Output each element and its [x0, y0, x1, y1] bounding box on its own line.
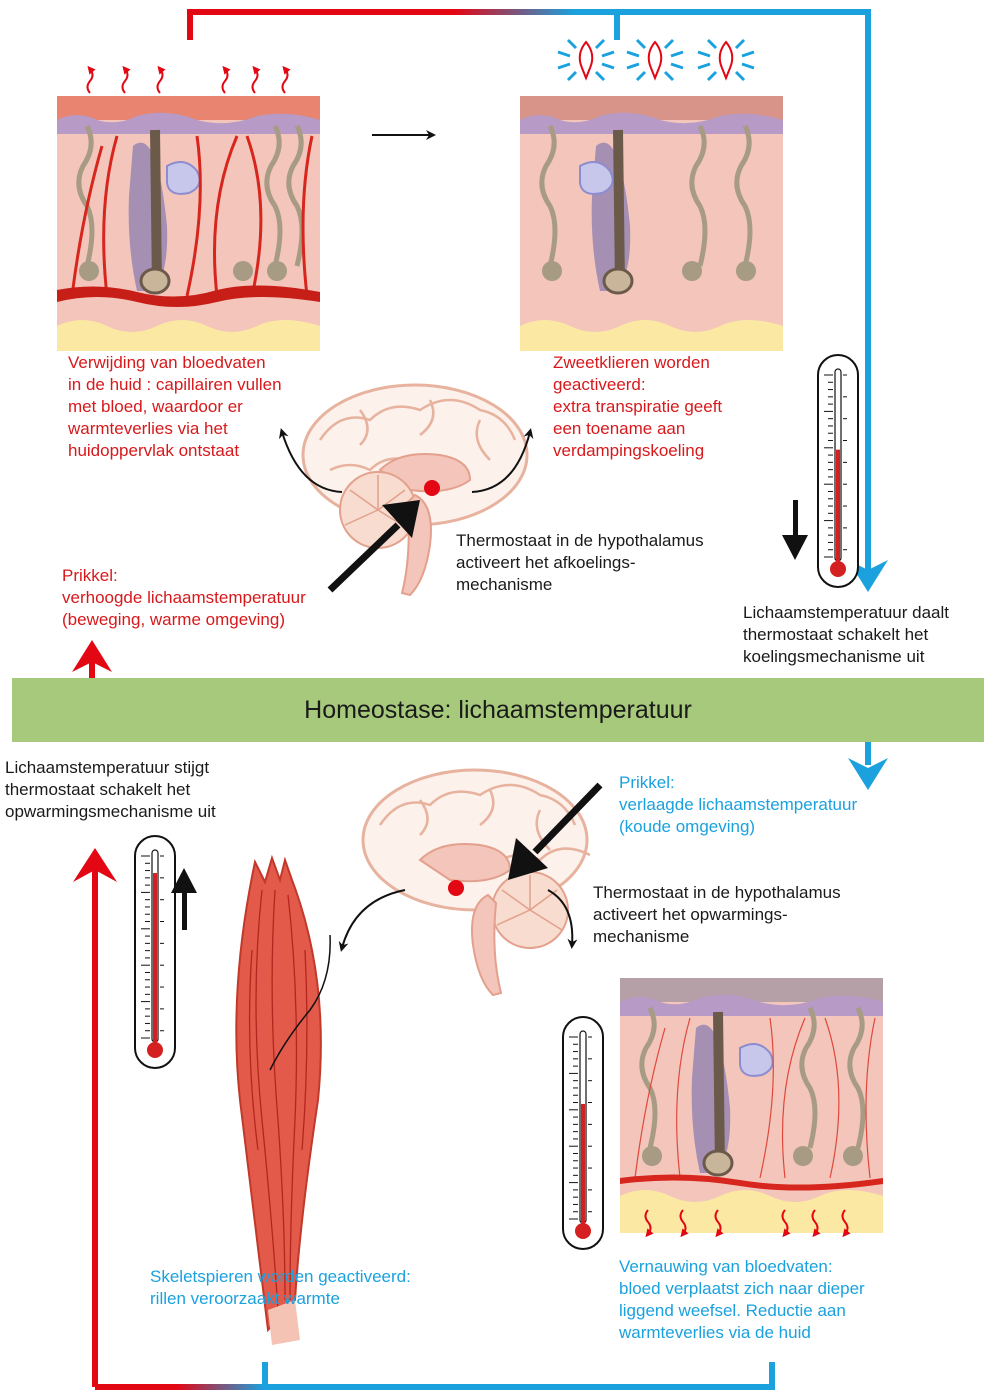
thermostat-line: activeert het opwarmings-	[593, 904, 841, 926]
brain-bottom-arrow-left	[342, 890, 405, 948]
result-line: koelingsmechanisme uit	[743, 646, 949, 668]
vasoconstriction-line: liggend weefsel. Reductie aan	[619, 1300, 865, 1322]
result-line: opwarmingsmechanisme uit	[5, 801, 216, 823]
thermostat-line: mechanisme	[456, 574, 704, 596]
thermostat-line: activeert het afkoelings-	[456, 552, 704, 574]
shiver-text: Skeletspieren worden geactiveerd: rillen…	[150, 1266, 411, 1310]
vasoconstriction-line: warmteverlies via de huid	[619, 1322, 865, 1344]
stimulus-line: verhoogde lichaamstemperatuur	[62, 587, 306, 609]
stimulus-line: (beweging, warme omgeving)	[62, 609, 306, 631]
skin-cross-section-dilated	[57, 96, 320, 351]
shiver-line: Skeletspieren worden geactiveerd:	[150, 1266, 411, 1288]
skin-cross-section-constricted	[620, 978, 883, 1233]
band-title: Homeostase: lichaamstemperatuur	[12, 695, 984, 725]
stimulus-line: (koude omgeving)	[619, 816, 857, 838]
vasodilation-line: in de huid : capillairen vullen	[68, 374, 282, 396]
stimulus-line: Prikkel:	[619, 772, 857, 794]
thermostat-line: Thermostaat in de hypothalamus	[593, 882, 841, 904]
thermostat-line: Thermostaat in de hypothalamus	[456, 530, 704, 552]
vasodilation-text: Verwijding van bloedvaten in de huid : c…	[68, 352, 282, 462]
thermostat-line: mechanisme	[593, 926, 841, 948]
shiver-line: rillen veroorzaakt warmte	[150, 1288, 411, 1310]
result-line: thermostaat schakelt het	[5, 779, 216, 801]
sweat-line: een toename aan	[553, 418, 722, 440]
homeostasis-band: Homeostase: lichaamstemperatuur	[12, 678, 984, 742]
thermostat-warming-text: Thermostaat in de hypothalamus activeert…	[593, 882, 841, 948]
stimulus-line: Prikkel:	[62, 565, 306, 587]
vasoconstriction-line: bloed verplaatst zich naar dieper	[619, 1278, 865, 1300]
skin-cross-section-sweating	[520, 96, 783, 351]
vasodilation-line: Verwijding van bloedvaten	[68, 352, 282, 374]
vasodilation-line: warmteverlies via het	[68, 418, 282, 440]
sweat-line: geactiveerd:	[553, 374, 722, 396]
stimulus-line: verlaagde lichaamstemperatuur	[619, 794, 857, 816]
vasodilation-line: met bloed, waardoor er	[68, 396, 282, 418]
result-line: Lichaamstemperatuur daalt	[743, 602, 949, 624]
temp-down-arrow	[782, 500, 808, 560]
thermometer-icon	[135, 836, 175, 1068]
heat-waves-up	[88, 69, 288, 93]
thermostat-cooling-text: Thermostaat in de hypothalamus activeert…	[456, 530, 704, 596]
cooling-result-text: Lichaamstemperatuur daalt thermostaat sc…	[743, 602, 949, 668]
vasoconstriction-line: Vernauwing van bloedvaten:	[619, 1256, 865, 1278]
thermometer-icon	[563, 1017, 603, 1249]
result-line: Lichaamstemperatuur stijgt	[5, 757, 216, 779]
vasoconstriction-text: Vernauwing van bloedvaten: bloed verplaa…	[619, 1256, 865, 1344]
sweat-text: Zweetklieren worden geactiveerd: extra t…	[553, 352, 722, 462]
sweat-line: extra transpiratie geeft	[553, 396, 722, 418]
stimulus-high-text: Prikkel: verhoogde lichaamstemperatuur (…	[62, 565, 306, 631]
brain-bottom	[363, 770, 590, 995]
sweat-drops	[558, 40, 754, 80]
vasodilation-line: huidoppervlak ontstaat	[68, 440, 282, 462]
sweat-line: verdampingskoeling	[553, 440, 722, 462]
sweat-line: Zweetklieren worden	[553, 352, 722, 374]
thermometer-icon	[818, 355, 858, 587]
stimulus-low-text: Prikkel: verlaagde lichaamstemperatuur (…	[619, 772, 857, 838]
warming-result-text: Lichaamstemperatuur stijgt thermostaat s…	[5, 757, 216, 823]
result-line: thermostaat schakelt het	[743, 624, 949, 646]
